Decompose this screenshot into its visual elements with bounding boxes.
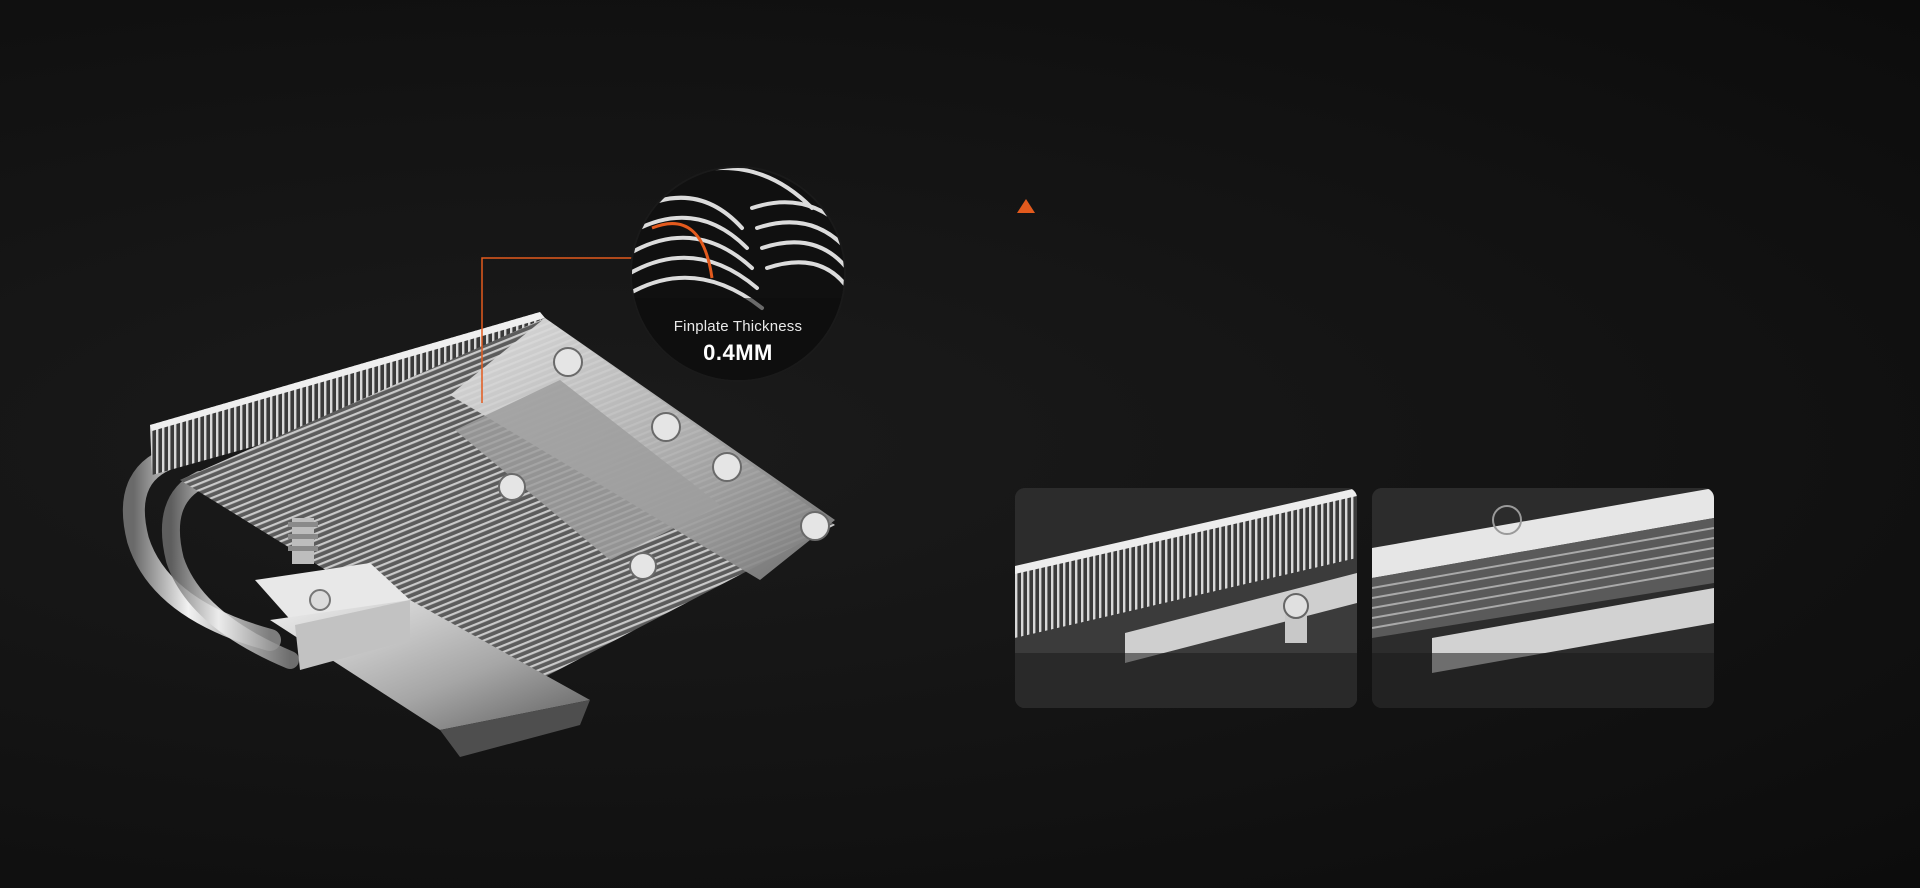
thumbnail-side-fin-closeup[interactable]: [1015, 488, 1357, 708]
fin-closeup-image: [632, 168, 844, 380]
thumbnail-image: [1372, 488, 1714, 708]
finplate-callout: Finplate Thickness 0.4MM: [632, 168, 844, 380]
thumbnail-top-plate-closeup[interactable]: [1372, 488, 1714, 708]
accent-triangle-icon: [1017, 199, 1035, 213]
thumbnail-image: [1015, 488, 1357, 708]
finplate-thickness-label: Finplate Thickness: [673, 318, 803, 335]
finplate-thickness-value: 0.4MM: [703, 340, 773, 365]
